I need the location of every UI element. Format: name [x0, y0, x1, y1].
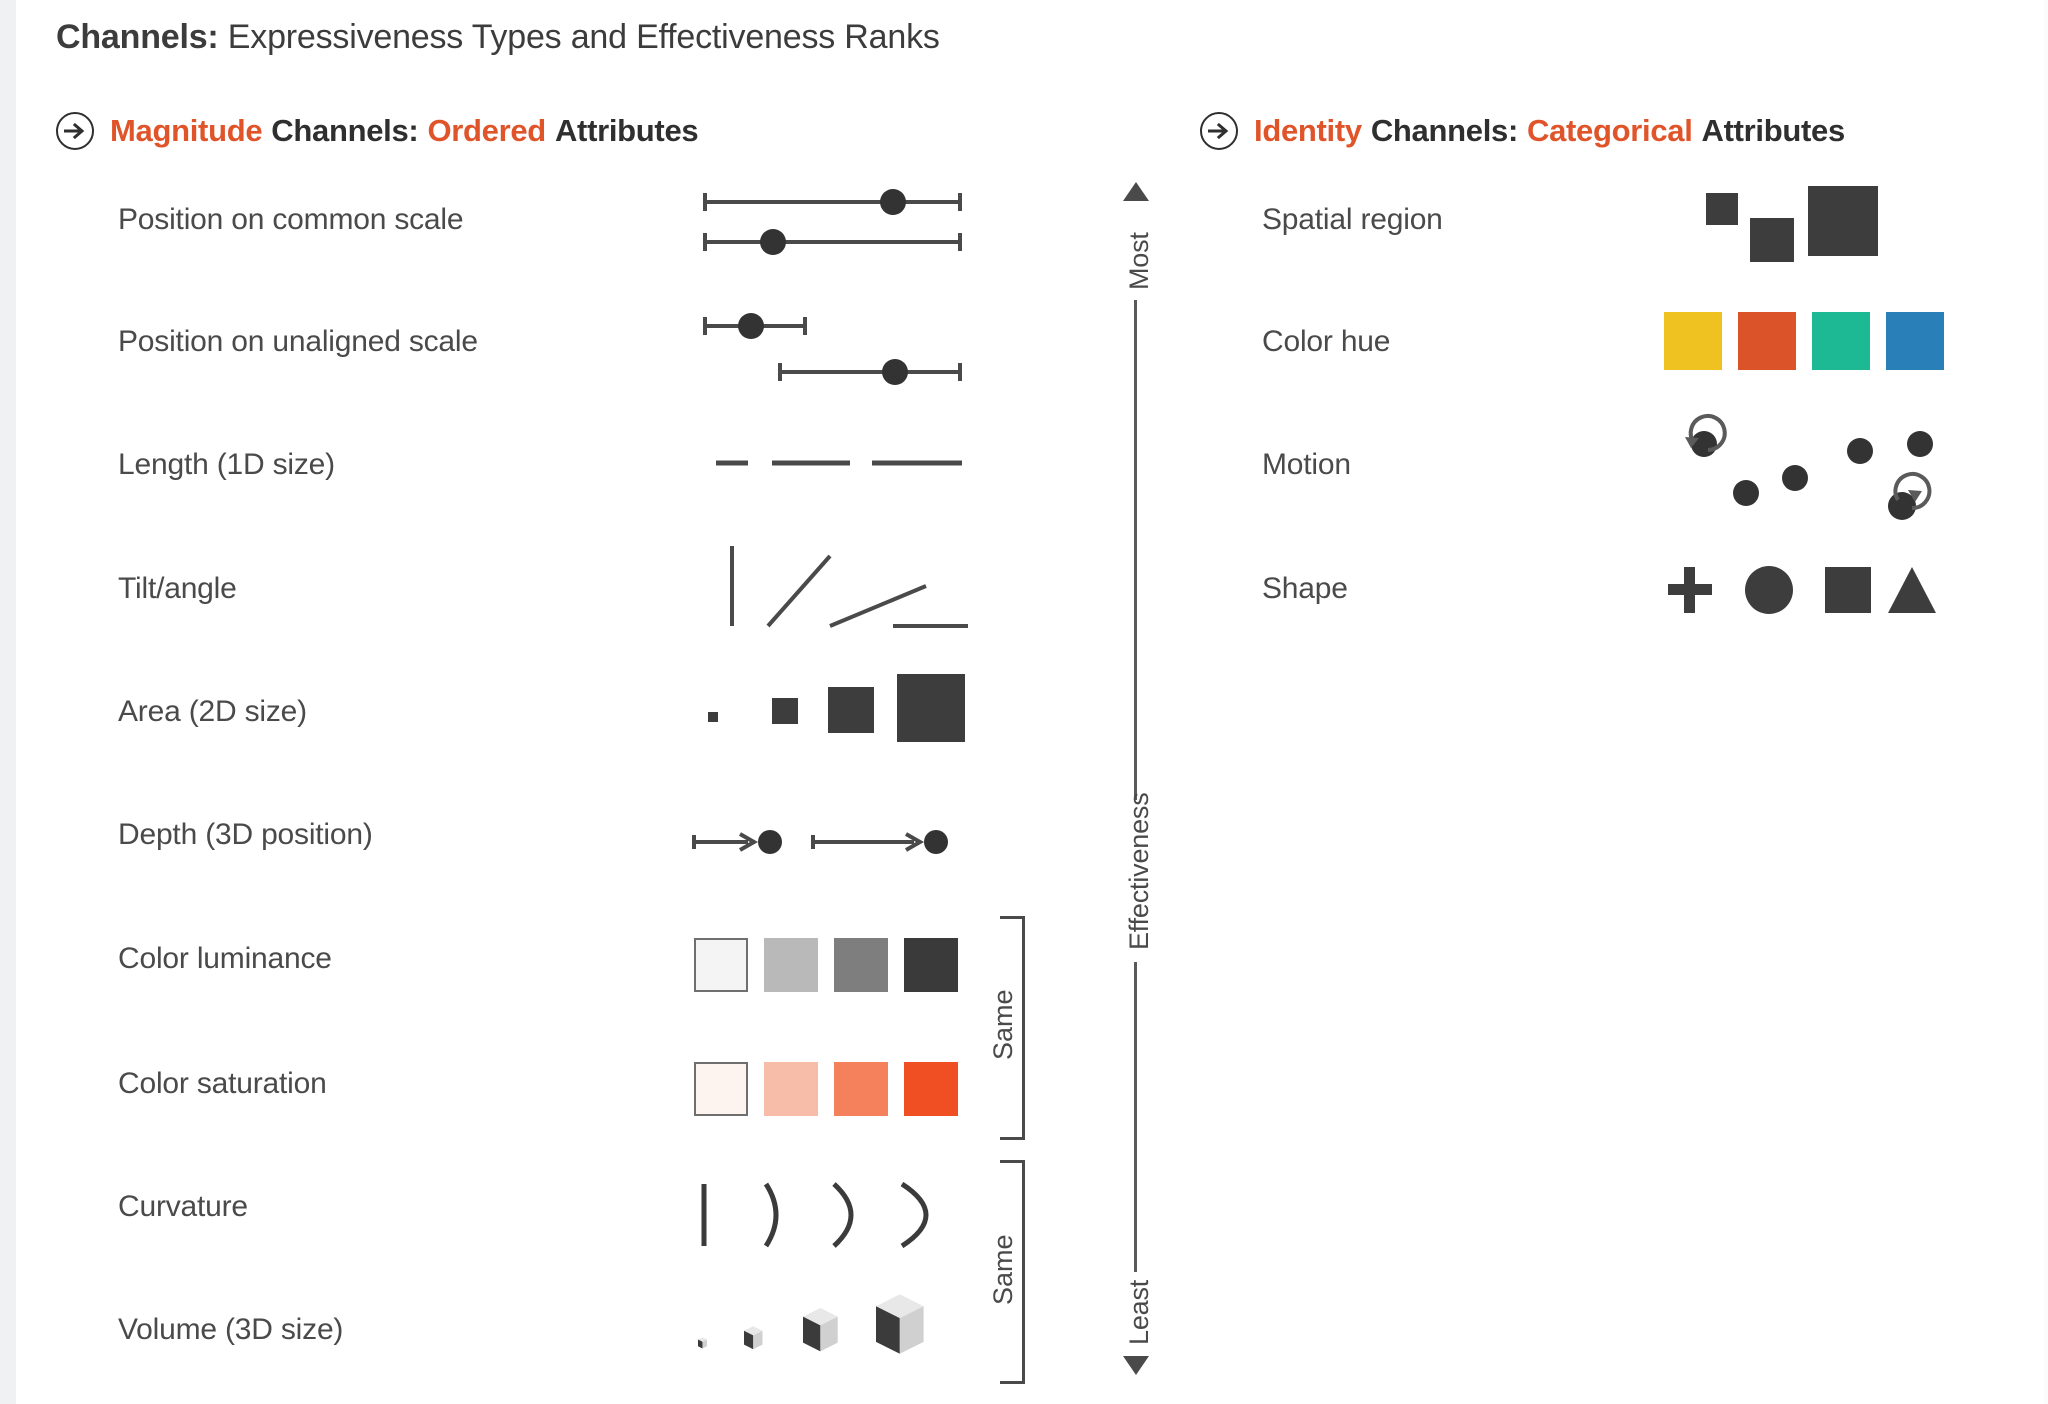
section-magnitude-word3: Ordered: [427, 113, 546, 148]
same-bracket-2: [1000, 1160, 1025, 1384]
glyph-hue-swatch-4: [1886, 312, 1944, 370]
row-label-shape: Shape: [1262, 572, 1348, 605]
section-identity-word4: Attributes: [1701, 113, 1846, 148]
glyph-luminance-swatch-2: [764, 938, 818, 992]
glyph-spatial-square-2: [1750, 218, 1794, 262]
row-label-area: Area (2D size): [118, 695, 307, 728]
section-identity-word1: Identity: [1254, 113, 1362, 148]
row-label-volume: Volume (3D size): [118, 1313, 344, 1346]
axis-line-lower: [1134, 962, 1137, 1272]
glyph-two-depth-arrows: [692, 830, 948, 854]
glyph-dots-with-rotation-arrows: [1685, 414, 1933, 520]
row-label-length: Length (1D size): [118, 448, 335, 481]
section-magnitude-word1: Magnitude: [110, 113, 263, 148]
row-label-spatial-region: Spatial region: [1262, 203, 1443, 236]
axis-arrow-up-icon: [1123, 182, 1149, 201]
glyph-hue-swatch-3: [1812, 312, 1870, 370]
same-bracket-1: [1000, 916, 1025, 1140]
row-label-position-unaligned-scale: Position on unaligned scale: [118, 325, 478, 358]
left-edge-strip: [0, 0, 16, 1404]
axis-line-upper: [1134, 300, 1137, 800]
glyph-area-square-2: [772, 698, 798, 724]
axis-arrow-down-icon: [1123, 1356, 1149, 1375]
glyph-saturation-swatch-1: [694, 1062, 748, 1116]
glyph-hue-swatch-2: [1738, 312, 1796, 370]
glyph-luminance-swatch-4: [904, 938, 958, 992]
glyph-area-square-3: [828, 687, 874, 733]
same-bracket-2-label: Same: [988, 1234, 1018, 1305]
row-label-curvature: Curvature: [118, 1190, 248, 1223]
glyph-area-square-1: [708, 712, 718, 722]
glyph-four-increasing-cubes: [698, 1294, 924, 1354]
row-label-depth: Depth (3D position): [118, 818, 373, 851]
row-label-motion: Motion: [1262, 448, 1351, 481]
section-magnitude-word4: Attributes: [554, 113, 699, 148]
glyph-spatial-square-1: [1706, 193, 1738, 225]
glyph-three-increasing-lines: [716, 460, 962, 466]
glyph-two-unaligned-range-bars: [703, 313, 962, 385]
page-title-rest: Expressiveness Types and Effectiveness R…: [218, 18, 940, 56]
glyph-saturation-swatch-2: [764, 1062, 818, 1116]
glyph-hue-swatch-1: [1664, 312, 1722, 370]
glyph-saturation-swatch-4: [904, 1062, 958, 1116]
glyph-plus-circle-square-triangle: [1668, 566, 1936, 614]
right-edge-strip: [2044, 0, 2048, 1404]
section-magnitude-word2: Channels:: [271, 113, 419, 148]
glyph-two-aligned-range-bars: [703, 189, 962, 255]
section-identity-word2: Channels:: [1370, 113, 1518, 148]
row-label-color-hue: Color hue: [1262, 325, 1391, 358]
axis-label-least: Least: [1124, 1279, 1154, 1345]
section-identity-word3: Categorical: [1526, 113, 1693, 148]
glyph-spatial-square-3: [1808, 186, 1878, 256]
glyph-area-square-4: [897, 674, 965, 742]
glyph-four-tilted-lines: [730, 546, 968, 628]
arrow-right-circle-icon: [1200, 112, 1238, 150]
page-title-bold: Channels:: [56, 18, 219, 56]
glyph-saturation-swatch-3: [834, 1062, 888, 1116]
same-bracket-1-label: Same: [988, 989, 1018, 1060]
arrow-right-circle-icon: [56, 112, 94, 150]
row-label-color-saturation: Color saturation: [118, 1067, 327, 1100]
glyph-luminance-swatch-3: [834, 938, 888, 992]
glyph-luminance-swatch-1: [694, 938, 748, 992]
row-label-color-luminance: Color luminance: [118, 942, 332, 975]
glyph-four-increasing-arcs: [701, 1181, 929, 1249]
page-title: Channels: Expressiveness Types and Effec…: [56, 18, 940, 57]
row-label-position-common-scale: Position on common scale: [118, 203, 464, 236]
axis-label-effectiveness: Effectiveness: [1124, 792, 1154, 951]
axis-label-most: Most: [1124, 232, 1154, 290]
row-label-tilt-angle: Tilt/angle: [118, 572, 237, 605]
